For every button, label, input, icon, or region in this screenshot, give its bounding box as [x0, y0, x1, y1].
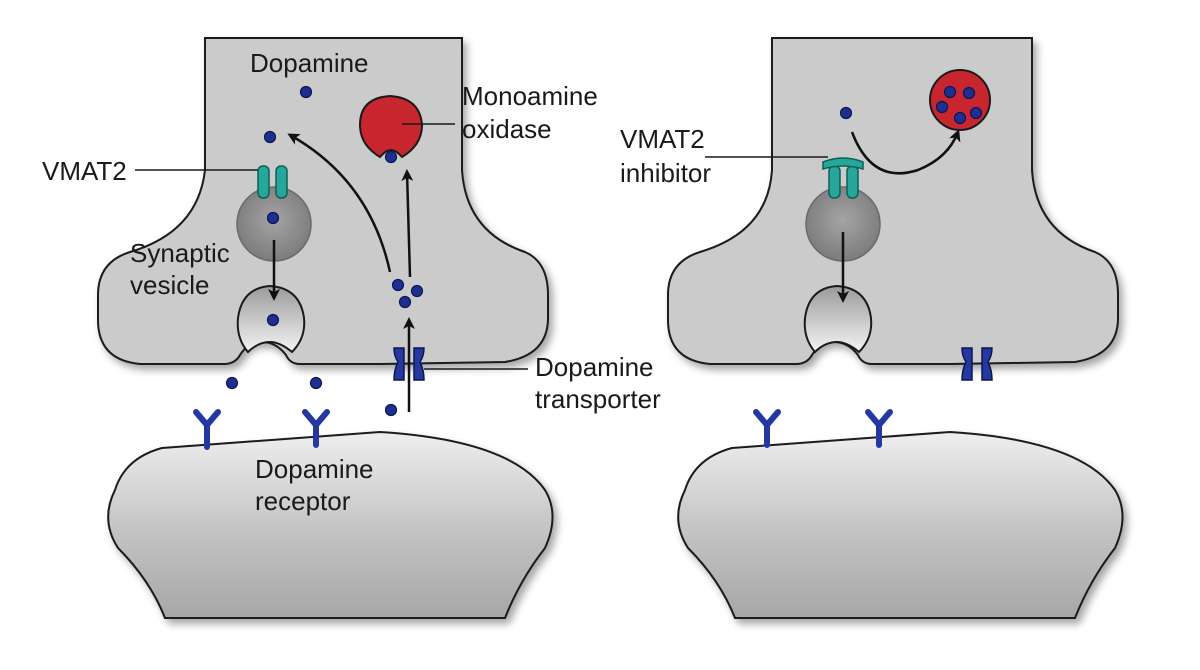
vmat2-inhibitor-icon [822, 157, 864, 171]
dopamine-receptor-icon [865, 409, 893, 448]
dopamine-molecule-icon [839, 106, 853, 120]
dopamine-molecule-icon [266, 313, 280, 327]
dopamine-molecule-icon [935, 100, 949, 114]
vmat2-icon [828, 165, 859, 199]
monoamine-oxidase [358, 94, 424, 159]
label-monoamine-oxidase-2: oxidase [462, 114, 552, 144]
label-vmat2-inhibitor-2: inhibitor [620, 158, 711, 188]
vmat2-uptake-arrow [287, 133, 392, 273]
dopamine-molecule-icon [263, 130, 277, 144]
dopamine-molecule-icon [266, 211, 280, 225]
dopamine-transporter-icon [961, 347, 993, 381]
vmat2-icon [257, 165, 288, 199]
dopamine-molecule-icon [962, 86, 976, 100]
presynaptic-terminal [667, 37, 1119, 365]
label-monoamine-oxidase-1: Monoamine [462, 81, 598, 111]
label-dopamine: Dopamine [250, 48, 369, 78]
dopamine-receptor-icon [753, 409, 781, 448]
label-dopamine-transporter-2: transporter [535, 384, 661, 414]
postsynaptic-cell [107, 430, 554, 619]
dopamine-molecule-icon [969, 106, 983, 120]
dopamine-molecule-icon [384, 403, 398, 417]
dopamine-molecule-icon [410, 284, 424, 298]
label-dopamine-receptor-1: Dopamine [255, 454, 374, 484]
dopamine-molecule-icon [384, 150, 398, 164]
label-synaptic-vesicle-1: Synaptic [130, 238, 230, 268]
label-dopamine-receptor-2: receptor [255, 486, 351, 516]
dopamine-receptor-icon [193, 409, 221, 450]
fused-vesicle-pocket [803, 284, 873, 354]
dopamine-molecules [225, 85, 424, 417]
left-panel: Dopamine Monoamine oxidase VMAT2 Synapti… [42, 37, 661, 619]
label-vmat2-inhibitor-1: VMAT2 [620, 124, 705, 154]
dopamine-receptor-icon [302, 409, 330, 448]
dopamine-molecule-icon [953, 111, 967, 125]
mao-degradation-arrow [401, 169, 414, 278]
dopamine-molecule-icon [391, 278, 405, 292]
dopamine-molecule-icon [225, 376, 239, 390]
dopamine-molecule-icon [398, 295, 412, 309]
label-vmat2: VMAT2 [42, 156, 127, 186]
right-panel: VMAT2 inhibitor [620, 37, 1124, 619]
label-synaptic-vesicle-2: vesicle [130, 270, 209, 300]
postsynaptic-cell [677, 430, 1124, 619]
dopamine-molecules [839, 85, 983, 125]
dopamine-molecule-icon [943, 85, 957, 99]
dopamine-molecule-icon [309, 376, 323, 390]
dopamine-transporter-icon [393, 347, 425, 381]
mao-degradation-arrow [850, 129, 961, 175]
dopamine-molecule-icon [299, 85, 313, 99]
label-dopamine-transporter-1: Dopamine [535, 352, 654, 382]
